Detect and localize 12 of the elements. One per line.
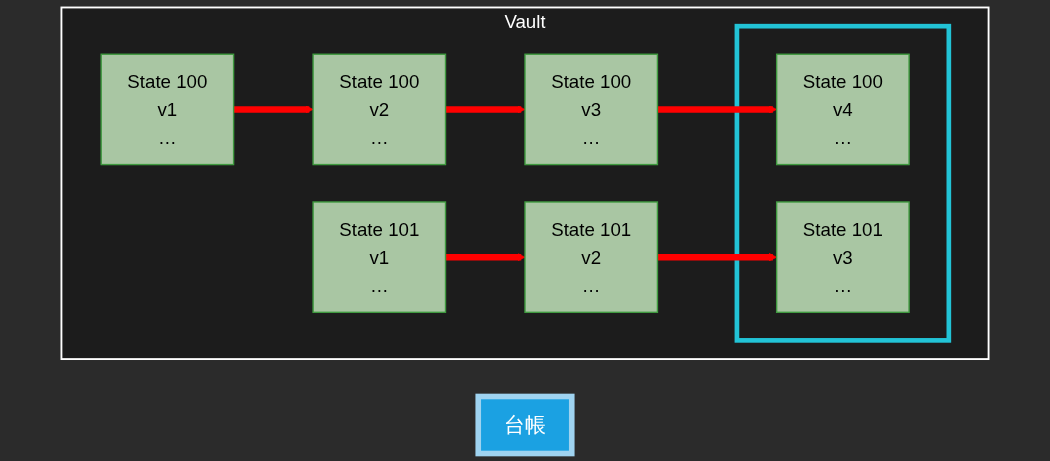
node-box: State 100 v3 … [524,53,659,166]
node-box: State 101 v2 … [524,201,659,313]
node-box: State 101 v3 … [775,201,910,313]
cluster [734,23,952,343]
node-box: State 100 v4 … [775,53,910,166]
node-box: 台帳 [475,393,575,457]
arrow [233,105,314,114]
arrow [445,253,526,262]
arrow [445,105,526,114]
node-box: State 100 v1 … [100,53,235,166]
node-box: State 100 v2 … [312,53,447,166]
node-box: State 101 v1 … [312,201,447,313]
